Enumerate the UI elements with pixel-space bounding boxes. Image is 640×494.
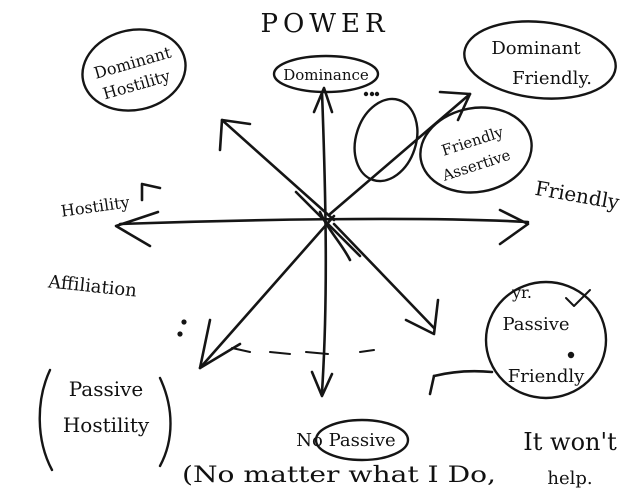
dashed-lower-arc [231,347,375,355]
oval-dominant-friendly [463,20,617,100]
label-dominant-friendly-line2: Friendly. [512,68,592,89]
oval-empty [353,97,419,183]
diagonal-upper-left [220,118,336,222]
arrowhead-right [498,208,530,246]
diagonal-upper-right [328,92,472,216]
label-dominant-friendly-line1: Dominant [491,38,581,59]
diagonal-lower-left [198,214,336,370]
oval-friendly-assertive [419,106,533,194]
label-hostility: Hostility [60,192,131,220]
label-dominance: Dominance [283,66,369,84]
arrowhead-upper-left [218,118,252,152]
oval-passive-bottom [314,418,410,462]
oval-dominance [272,54,380,94]
arrowhead-left [114,210,160,248]
paren-left [38,368,54,472]
oval-dominant-hostility [81,28,187,112]
title-power: POWER [260,9,389,39]
caption-line2-a: It won't [523,428,617,456]
caption-line1: (No matter what I Do, [182,463,496,488]
arrowhead-lower-right [404,298,440,336]
oval-passive-friendly [484,280,608,400]
label-friendly: Friendly [533,176,622,215]
paren-right [158,376,172,468]
label-yr-mark: yr. [511,283,532,302]
arrowhead-lower-left [198,318,242,370]
vertical-axis [320,90,328,394]
label-affiliation: Affiliation [46,271,138,301]
label-passive-bottom: No Passive [296,430,395,451]
arrowhead-up [312,86,334,114]
arrowhead-down [310,370,334,398]
caption-line2-b: help. [547,468,592,489]
diagonal-lower-right [332,222,436,330]
label-passive-hostility-line2: Hostility [63,413,150,437]
label-passive-friendly-line2: Friendly [508,366,585,387]
label-passive-friendly-line1: Passive [502,314,569,335]
label-passive-hostility-line1: Passive [69,377,144,401]
